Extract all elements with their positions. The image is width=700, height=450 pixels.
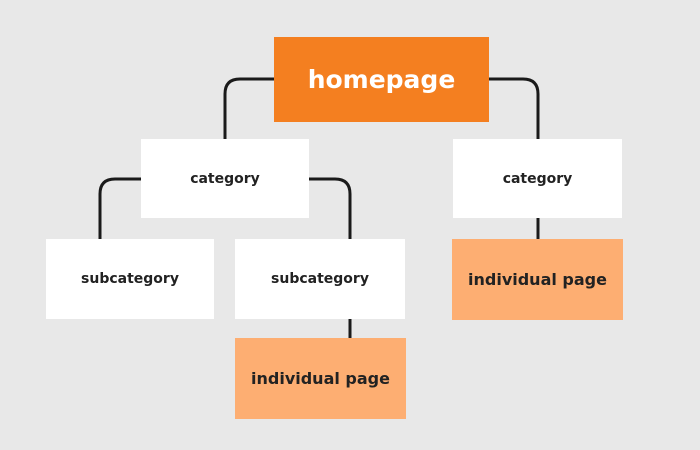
individual-page-node-bottom: individual page [235,338,406,419]
individual-page-node-right: individual page [452,239,623,320]
subcategory-node-middle: subcategory [235,239,405,319]
category-node-right: category [453,139,622,218]
subcategory-node-left: subcategory [46,239,214,319]
connector-category-subcategory-left [98,177,141,239]
category-node-left: category [141,139,309,218]
homepage-node: homepage [274,37,489,122]
connector-homepage-category-left [223,77,275,139]
connector-category-subcategory-middle [309,177,352,239]
connector-homepage-category-right [488,77,540,139]
